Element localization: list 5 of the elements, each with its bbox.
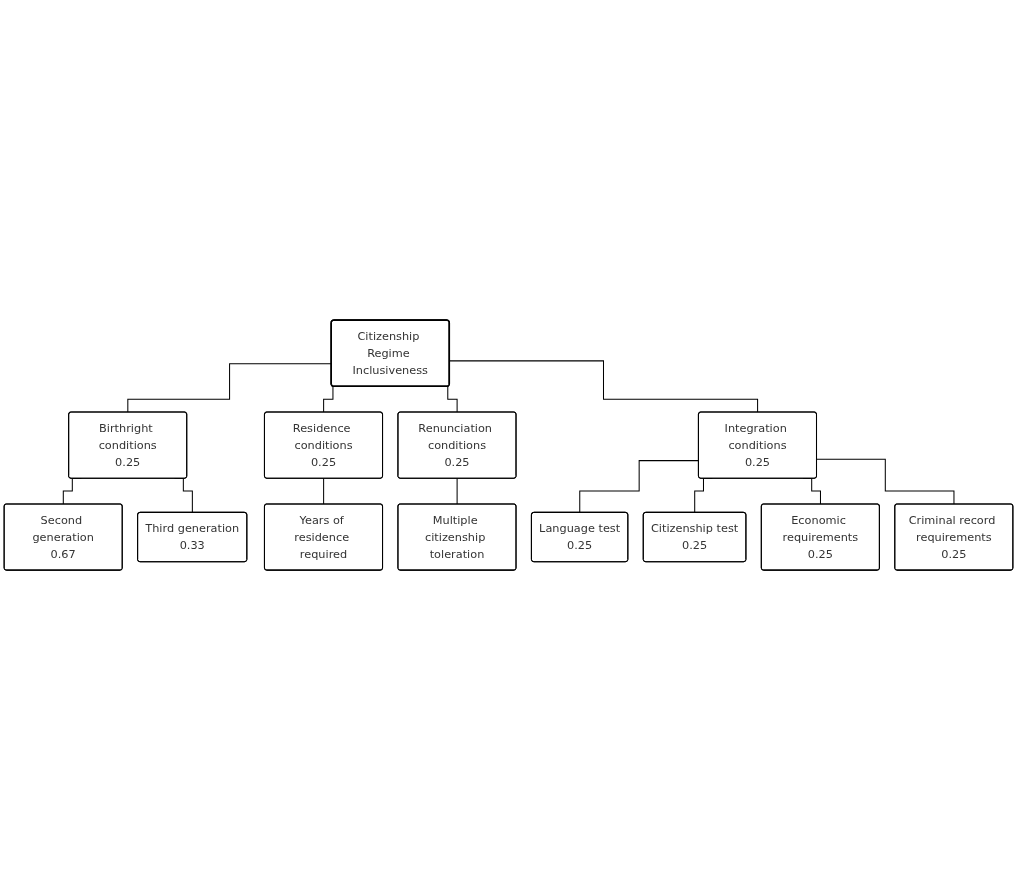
- connector: [323, 478, 325, 506]
- connector: [456, 478, 458, 506]
- connector: [127, 363, 332, 414]
- connector: [449, 360, 759, 414]
- connector: [816, 459, 955, 506]
